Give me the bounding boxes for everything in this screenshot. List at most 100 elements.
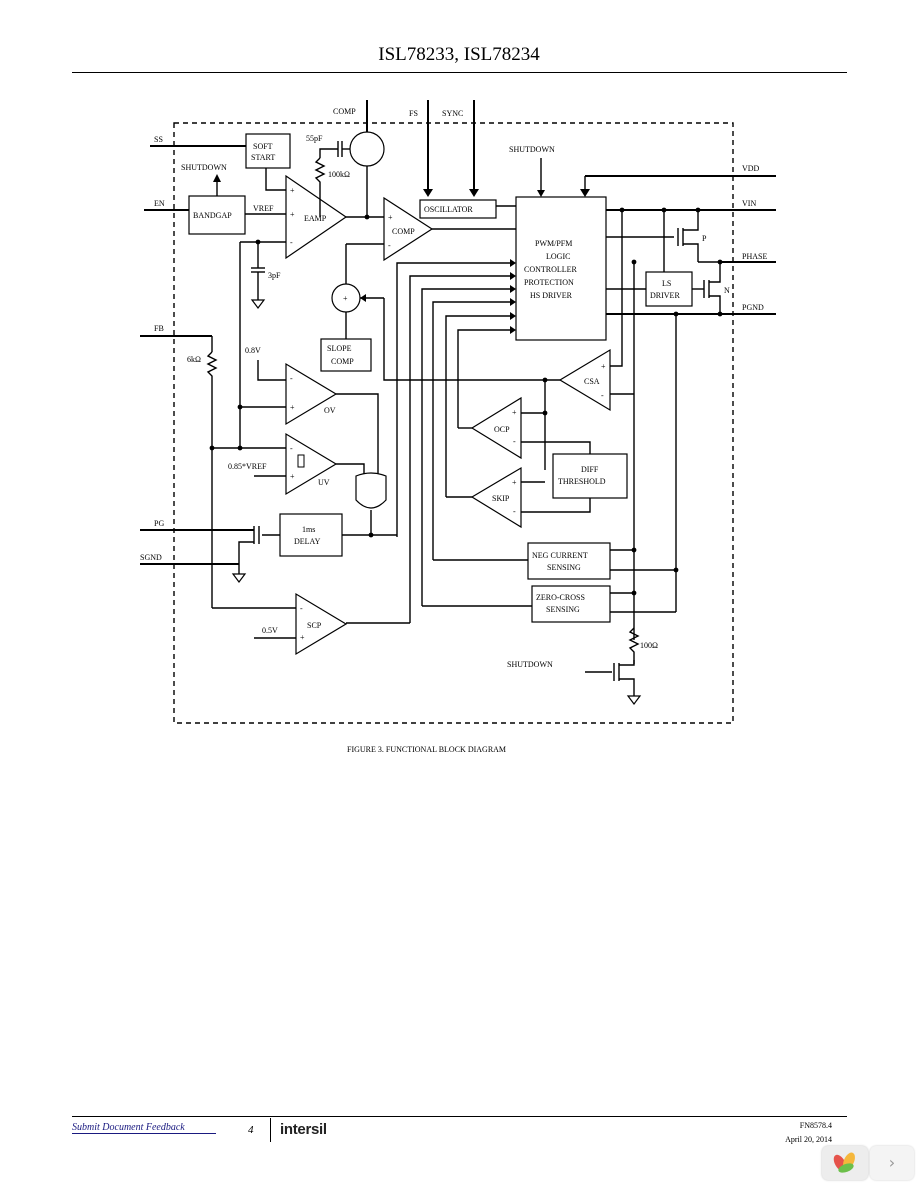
footer-separator <box>270 1118 271 1142</box>
delay-label-1: 1ms <box>302 525 315 534</box>
soft-start-block <box>245 133 291 169</box>
slope-comp-label-1: SLOPE <box>327 344 352 353</box>
fet-p-label: P <box>702 234 707 243</box>
ocp-label: OCP <box>494 425 510 434</box>
scp-plus: + <box>300 633 305 642</box>
vref-label: VREF <box>253 204 274 213</box>
pwm-logic-block <box>515 196 607 341</box>
ocp-plus: + <box>512 408 517 417</box>
shutdown-label-2: SHUTDOWN <box>509 145 555 154</box>
document-number: FN8578.4 <box>799 1121 832 1130</box>
header-divider <box>72 72 847 73</box>
uv-minus: - <box>290 444 293 453</box>
page-title: ISL78233, ISL78234 <box>378 44 540 65</box>
or-gate <box>355 472 387 509</box>
pin-phase-label: PHASE <box>742 252 767 261</box>
figure-caption: FIGURE 3. FUNCTIONAL BLOCK DIAGRAM <box>347 745 506 754</box>
cap-3pf-label: 3pF <box>268 271 281 280</box>
delay-block <box>279 513 343 557</box>
ov-label: OV <box>324 406 336 415</box>
neg-current-label-1: NEG CURRENT <box>532 551 588 560</box>
document-date: April 20, 2014 <box>785 1135 832 1144</box>
logic-label-2: LOGIC <box>546 252 570 261</box>
uv-label: UV <box>318 478 330 487</box>
page-number: 4 <box>248 1124 254 1136</box>
ls-driver-block <box>645 271 693 307</box>
v05-label: 0.5V <box>262 626 278 635</box>
pin-pg-label: PG <box>154 519 164 528</box>
neg-current-sensing-block <box>527 542 611 580</box>
next-page-button[interactable]: › <box>870 1146 914 1180</box>
cap-55pf-label: 55pF <box>306 134 323 143</box>
ocp-minus: - <box>513 437 516 446</box>
res-100k-label: 100kΩ <box>328 170 350 179</box>
eamp-plus-1: + <box>290 186 295 195</box>
zero-cross-label-1: ZERO-CROSS <box>536 593 585 602</box>
fet-n-label: N <box>724 286 730 295</box>
scp-minus: - <box>300 604 303 613</box>
submit-feedback-link[interactable]: Submit Document Feedback <box>72 1122 216 1134</box>
pin-fs-label: FS <box>409 109 418 118</box>
pin-sync-label: SYNC <box>442 109 463 118</box>
viewer-logo-button[interactable] <box>822 1146 868 1180</box>
diff-threshold-label-1: DIFF <box>581 465 599 474</box>
scp-comparator <box>295 592 348 656</box>
comp-amplifier <box>383 196 434 262</box>
eamp-amplifier <box>285 174 348 260</box>
csa-plus: + <box>601 362 606 371</box>
res-6k-label: 6kΩ <box>187 355 201 364</box>
ocp-comparator <box>470 396 522 460</box>
bandgap-label: BANDGAP <box>193 211 232 220</box>
chip-boundary <box>173 122 734 724</box>
logic-label-4: PROTECTION <box>524 278 574 287</box>
uv-comparator <box>285 432 338 496</box>
skip-plus: + <box>512 478 517 487</box>
v08-label: 0.8V <box>245 346 261 355</box>
eamp-minus: - <box>290 238 293 247</box>
logic-label-1: PWM/PFM <box>535 239 572 248</box>
pin-fb-label: FB <box>154 324 164 333</box>
logic-label-5: HS DRIVER <box>530 291 573 300</box>
res-100-label: 100Ω <box>640 641 658 650</box>
skip-minus: - <box>513 507 516 516</box>
comp-amp-label: COMP <box>392 227 415 236</box>
csa-amplifier <box>558 348 611 412</box>
ov-minus: - <box>290 374 293 383</box>
diff-threshold-label-2: THRESHOLD <box>558 477 606 486</box>
pin-ss-label: SS <box>154 135 163 144</box>
diff-threshold-block <box>552 453 628 499</box>
delay-label-2: DELAY <box>294 537 321 546</box>
scp-label: SCP <box>307 621 322 630</box>
footer-divider <box>72 1116 847 1117</box>
chevron-right-icon: › <box>888 1153 896 1172</box>
ls-driver-label-2: DRIVER <box>650 291 680 300</box>
shutdown-label-1: SHUTDOWN <box>181 163 227 172</box>
hysteresis-icon <box>297 454 305 468</box>
csa-minus: - <box>601 391 604 400</box>
pin-vin-label: VIN <box>742 199 756 208</box>
comp-minus: - <box>388 241 391 250</box>
shutdown-label-3: SHUTDOWN <box>507 660 553 669</box>
uv-plus: + <box>290 472 295 481</box>
soft-start-label-2: START <box>251 153 275 162</box>
csa-label: CSA <box>584 377 600 386</box>
pin-comp-label: COMP <box>333 107 356 116</box>
skip-label: SKIP <box>492 494 510 503</box>
ov-plus: + <box>290 403 295 412</box>
summing-plus: + <box>343 294 348 303</box>
oscillator-label: OSCILLATOR <box>424 205 473 214</box>
soft-start-label-1: SOFT <box>253 142 273 151</box>
zero-cross-label-2: SENSING <box>546 605 580 614</box>
slope-comp-block <box>320 338 372 372</box>
ls-driver-label-1: LS <box>662 279 671 288</box>
pin-pgnd-label: PGND <box>742 303 764 312</box>
pin-vdd-label: VDD <box>742 164 760 173</box>
ov-comparator <box>285 362 338 426</box>
pin-sgnd-label: SGND <box>140 553 162 562</box>
flower-icon <box>833 1152 855 1173</box>
skip-comparator <box>470 466 522 529</box>
v085-label: 0.85*VREF <box>228 462 267 471</box>
pin-en-label: EN <box>154 199 165 208</box>
